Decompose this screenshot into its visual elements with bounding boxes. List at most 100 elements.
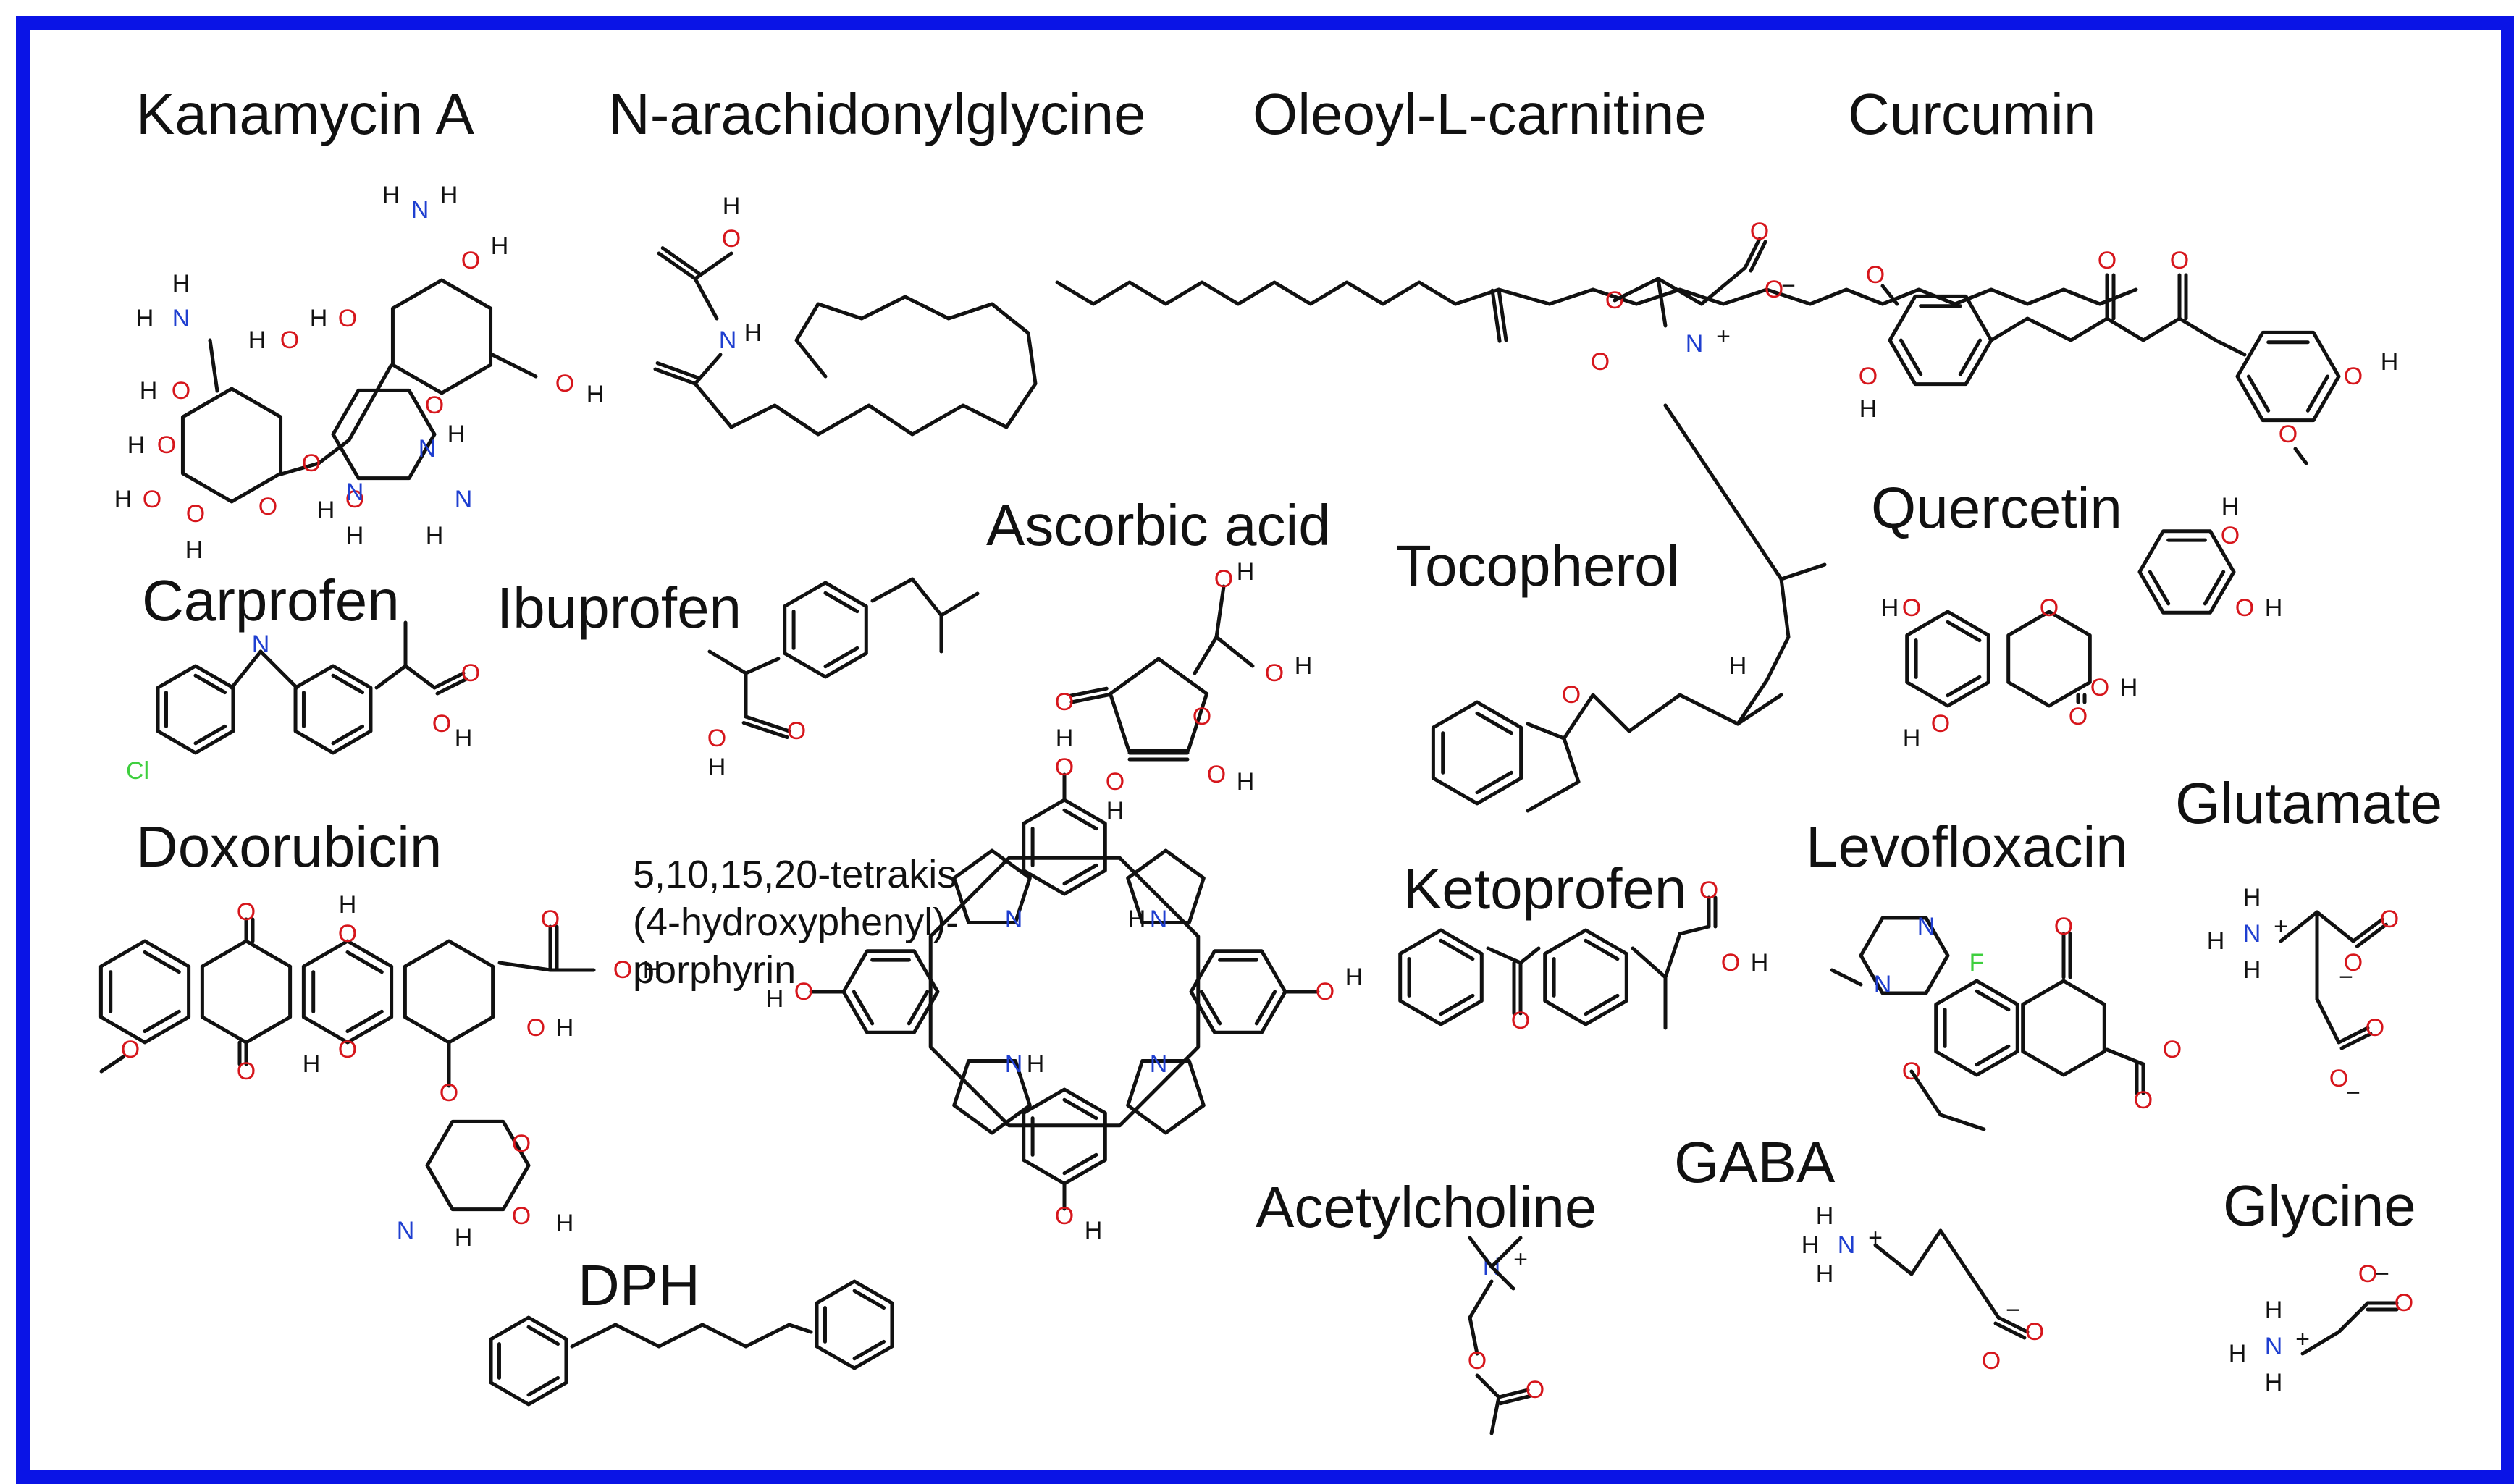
bond (1254, 990, 1277, 1026)
label-quercetin: Quercetin (1871, 476, 2122, 540)
atom-h: H (2381, 348, 2399, 376)
atom-o: O (157, 431, 176, 459)
bond (1062, 863, 1098, 886)
bond (1068, 686, 1109, 698)
bond (1126, 848, 1206, 924)
atom-h: H (2265, 1297, 2283, 1324)
atom-h: H (587, 381, 605, 408)
atom-f: F (1969, 949, 1985, 977)
bond (1489, 1236, 1523, 1269)
atom-plus: + (2274, 913, 2288, 940)
bond (98, 939, 191, 1045)
atom-o: O (1750, 218, 1769, 245)
bond (1975, 989, 2011, 1012)
bond (1489, 1265, 1515, 1291)
bond (345, 950, 384, 974)
bond (374, 664, 408, 690)
atom-h: H (1859, 395, 1878, 423)
atom-o: O (280, 326, 299, 354)
bond (852, 1289, 886, 1310)
atom-o: O (526, 1014, 545, 1042)
bond (693, 277, 719, 321)
bond (1498, 1394, 1531, 1406)
atom-h: H (1295, 652, 1313, 680)
bond (655, 361, 699, 380)
bond (230, 649, 263, 690)
atom-h: H (1751, 949, 1769, 977)
atom-h: H (766, 985, 784, 1013)
label-curcumin: Curcumin (1848, 82, 2096, 146)
bond (2355, 922, 2388, 948)
atom-n: N (1150, 906, 1168, 933)
bond (526, 1375, 560, 1397)
bond (1656, 277, 1668, 328)
bond (2105, 1047, 2145, 1066)
bond (1062, 808, 1098, 831)
atom-n: N (1005, 906, 1023, 933)
bond (1938, 1113, 1986, 1131)
atom-h: H (1881, 594, 1899, 622)
bond (1055, 280, 1458, 306)
bond (1486, 946, 1523, 965)
bond (293, 664, 373, 755)
atom-o: O (1721, 949, 1740, 977)
bond (1214, 584, 1226, 639)
atom-minus: − (2346, 1079, 2360, 1107)
atom-n: N (1917, 913, 1935, 940)
bond (279, 461, 321, 476)
bond (707, 649, 748, 675)
bond (693, 353, 723, 386)
bond (653, 367, 697, 386)
atom-n: N (719, 326, 737, 354)
atom-o: O (461, 659, 480, 687)
atom-o: O (1931, 710, 1950, 738)
bond (489, 1315, 568, 1407)
label-levofloxacin: Levofloxacin (1806, 814, 2128, 879)
atom-h: H (2265, 594, 2283, 622)
atom-o: O (512, 1130, 531, 1158)
label-gaba: GABA (1674, 1130, 1836, 1194)
bond (1490, 288, 1502, 343)
atom-o: O (1859, 363, 1878, 390)
atom-n: N (2265, 1333, 2283, 1360)
atom-o: O (1214, 565, 1233, 593)
bond (1880, 284, 1899, 306)
bond (2246, 374, 2271, 413)
bond (1975, 1044, 2011, 1067)
atom-o: O (1591, 348, 1610, 376)
bond (2293, 447, 2308, 465)
atom-o: O (1055, 1202, 1074, 1230)
bond (1562, 736, 1581, 784)
label-carprofen: Carprofen (142, 568, 400, 633)
bond (1946, 675, 1982, 698)
bond (425, 1119, 531, 1212)
atom-h: H (455, 1224, 473, 1252)
atom-o: O (338, 305, 357, 332)
bond (331, 388, 437, 481)
atom-o: O (2221, 522, 2240, 549)
atom-o: O (2170, 247, 2189, 274)
bond (1591, 287, 1639, 306)
bond (2148, 570, 2171, 606)
atom-o: O (302, 450, 321, 477)
bond (570, 1323, 813, 1349)
bond (2279, 910, 2319, 943)
atom-o: O (237, 1058, 256, 1085)
atom-n: N (1874, 971, 1892, 998)
atom-o: O (2069, 703, 2088, 730)
bond (2235, 330, 2341, 423)
atom-minus: − (1781, 272, 1796, 300)
atom-h: H (185, 536, 203, 564)
bond (331, 673, 365, 695)
atom-n: N (1005, 1050, 1023, 1078)
label-porphyrin: 5,10,15,20-tetrakis (4-hydroxyphenyl)- p… (633, 851, 959, 995)
bond (193, 673, 227, 695)
atom-o: O (2025, 1318, 2044, 1346)
atom-n: N (419, 435, 437, 463)
atom-h: H (1027, 1050, 1045, 1078)
bond (1468, 1279, 1494, 1320)
